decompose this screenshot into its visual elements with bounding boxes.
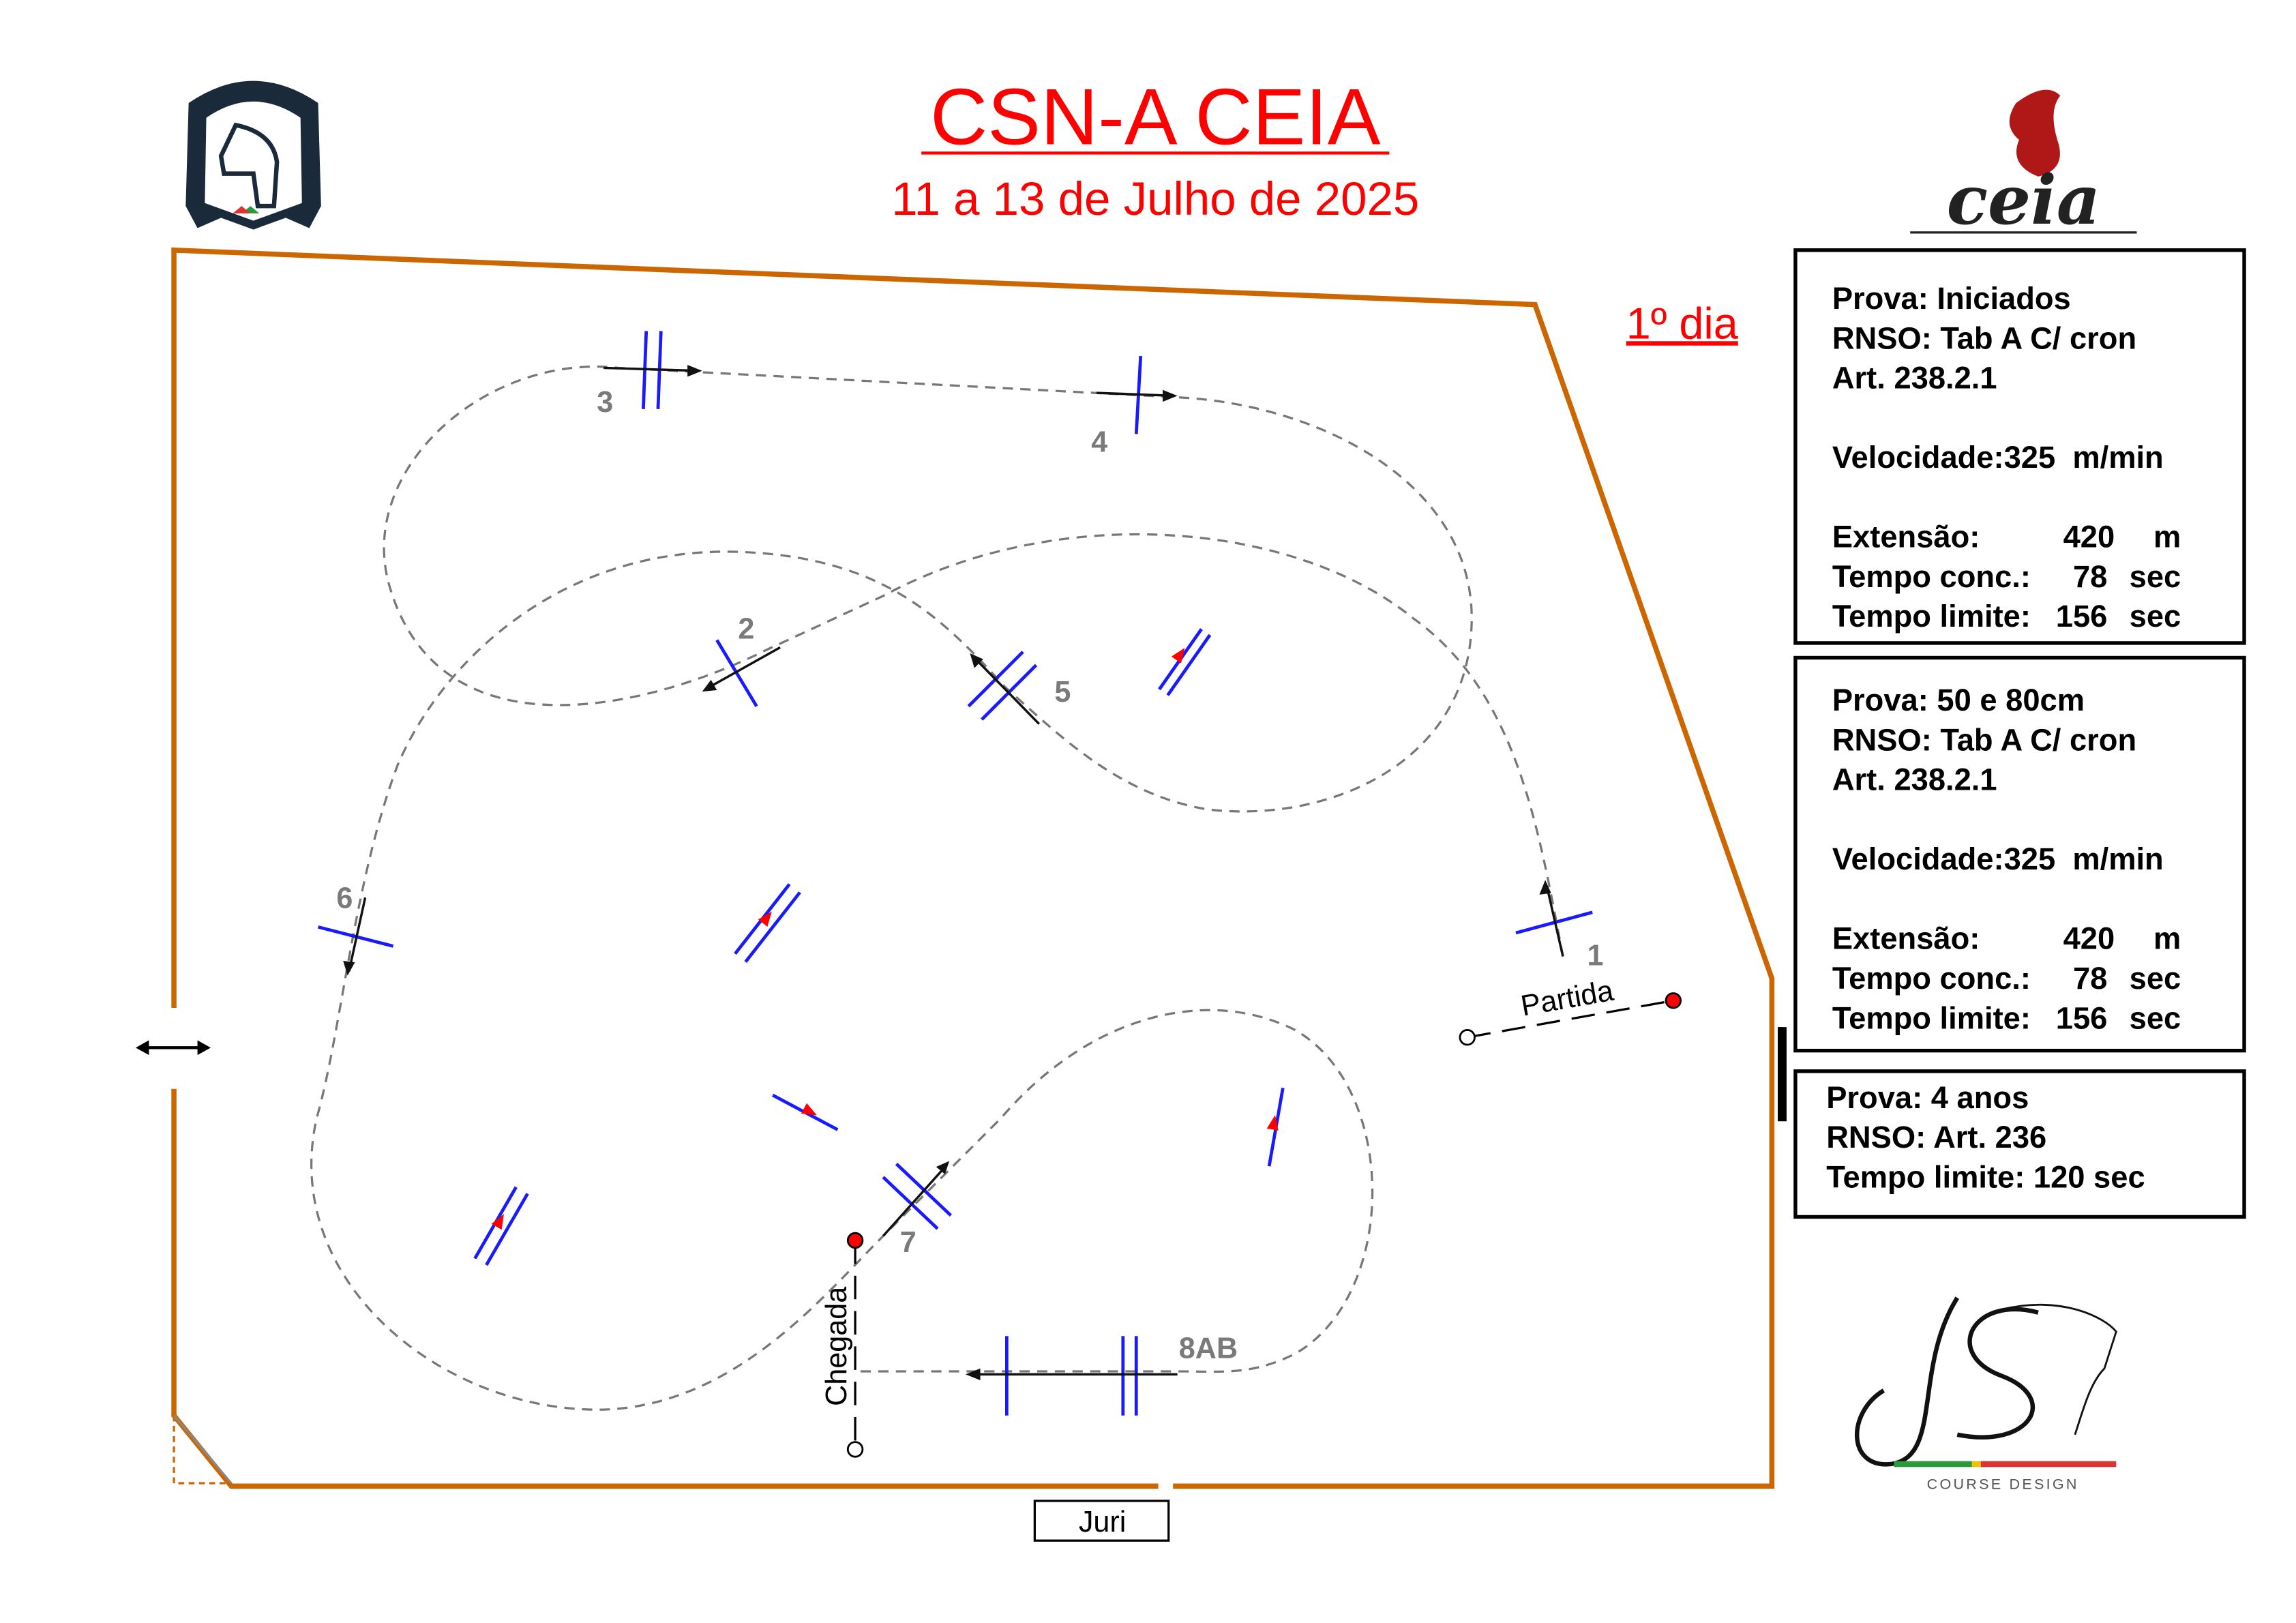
info-unit: m: [2153, 520, 2181, 554]
info-unit: sec: [2130, 559, 2181, 594]
jump-4: 4: [1091, 356, 1178, 458]
spare-fences: [473, 628, 1285, 1266]
spare-fence: [473, 1186, 529, 1266]
start-line: Partida: [1459, 974, 1682, 1046]
spare-fence: [734, 883, 801, 964]
info-line: Art. 238.2.1: [1832, 361, 1997, 396]
course-route: [310, 366, 1564, 1411]
jump-2-number: 2: [738, 612, 754, 645]
event-title: CSN-A CEIA: [930, 72, 1381, 161]
jump-8ab: 8AB: [965, 1332, 1238, 1416]
finish-label: Chegada: [820, 1287, 853, 1406]
info-box-iniciados: Prova: Iniciados RNSO: Tab A C/ cron Art…: [1793, 248, 2246, 645]
finish-line: Chegada: [820, 1232, 864, 1458]
info-label: Extensão:: [1832, 921, 1980, 956]
info-value: 156: [2056, 599, 2108, 634]
jump-4-number: 4: [1091, 426, 1107, 458]
federation-logo: [185, 80, 321, 230]
designer-caption: COURSE DESIGN: [1927, 1476, 2079, 1493]
info-line: Prova: 50 e 80cm: [1832, 683, 2085, 717]
info-unit: sec: [2130, 961, 2181, 996]
jump-5: 5: [967, 651, 1071, 725]
info-unit: sec: [2130, 599, 2181, 634]
double-arrow-icon: [135, 1040, 211, 1056]
info-line: Velocidade:325 m/min: [1832, 842, 2164, 876]
event-dates: 11 a 13 de Julho de 2025: [891, 172, 1419, 225]
info-line: RNSO: Tab A C/ cron: [1832, 321, 2136, 355]
info-label: Extensão:: [1832, 520, 1980, 554]
arena: [171, 247, 1787, 1489]
info-line: Tempo limite: 120 sec: [1826, 1159, 2145, 1194]
jump-3-number: 3: [597, 386, 613, 419]
day-label: 1º dia: [1626, 298, 1738, 348]
course-designer-logo: COURSE DESIGN: [1854, 1296, 2117, 1493]
info-line: Velocidade:325 m/min: [1832, 440, 2164, 475]
jump-7: 7: [882, 1161, 952, 1259]
jump-1-number: 1: [1587, 939, 1603, 972]
info-value: 78: [2073, 961, 2107, 996]
info-value: 420: [2063, 921, 2115, 956]
info-line: Prova: 4 anos: [1826, 1080, 2029, 1115]
jump-6-number: 6: [336, 882, 353, 914]
jump-2: 2: [702, 612, 781, 707]
info-unit: m: [2153, 921, 2181, 956]
jury-label: Juri: [1079, 1506, 1127, 1538]
info-label: Tempo limite:: [1832, 599, 2031, 634]
jump-6: 6: [317, 882, 394, 976]
info-line: RNSO: Art. 236: [1826, 1120, 2046, 1155]
jump-5-number: 5: [1054, 676, 1071, 709]
jump-8ab-number: 8AB: [1179, 1332, 1238, 1365]
info-label: Tempo conc.:: [1832, 961, 2031, 996]
start-label: Partida: [1519, 974, 1616, 1023]
jump-3: 3: [597, 331, 702, 419]
ceia-logo-text: ceia: [1947, 161, 2101, 240]
info-label: Tempo conc.:: [1832, 559, 2031, 594]
info-value: 78: [2073, 559, 2107, 594]
arena-border: [171, 247, 1775, 1489]
info-box-50-80cm: Prova: 50 e 80cm RNSO: Tab A C/ cron Art…: [1793, 655, 2246, 1053]
jump-1: 1: [1515, 880, 1603, 972]
ceia-logo: ceia: [1910, 89, 2137, 240]
spare-fence: [772, 1093, 839, 1131]
info-line: Prova: Iniciados: [1832, 281, 2071, 316]
info-line: RNSO: Tab A C/ cron: [1832, 722, 2136, 757]
info-label: Tempo limite:: [1832, 1000, 2031, 1035]
info-value: 420: [2063, 520, 2115, 554]
info-unit: sec: [2130, 1000, 2181, 1035]
spare-fence: [1158, 628, 1212, 696]
info-value: 156: [2056, 1000, 2108, 1035]
jump-7-number: 7: [900, 1226, 916, 1259]
spare-fence: [1266, 1088, 1285, 1167]
info-line: Art. 238.2.1: [1832, 762, 1997, 797]
info-box-4-anos: Prova: 4 anos RNSO: Art. 236 Tempo limit…: [1793, 1069, 2246, 1219]
jury-box: [1033, 1500, 1170, 1542]
